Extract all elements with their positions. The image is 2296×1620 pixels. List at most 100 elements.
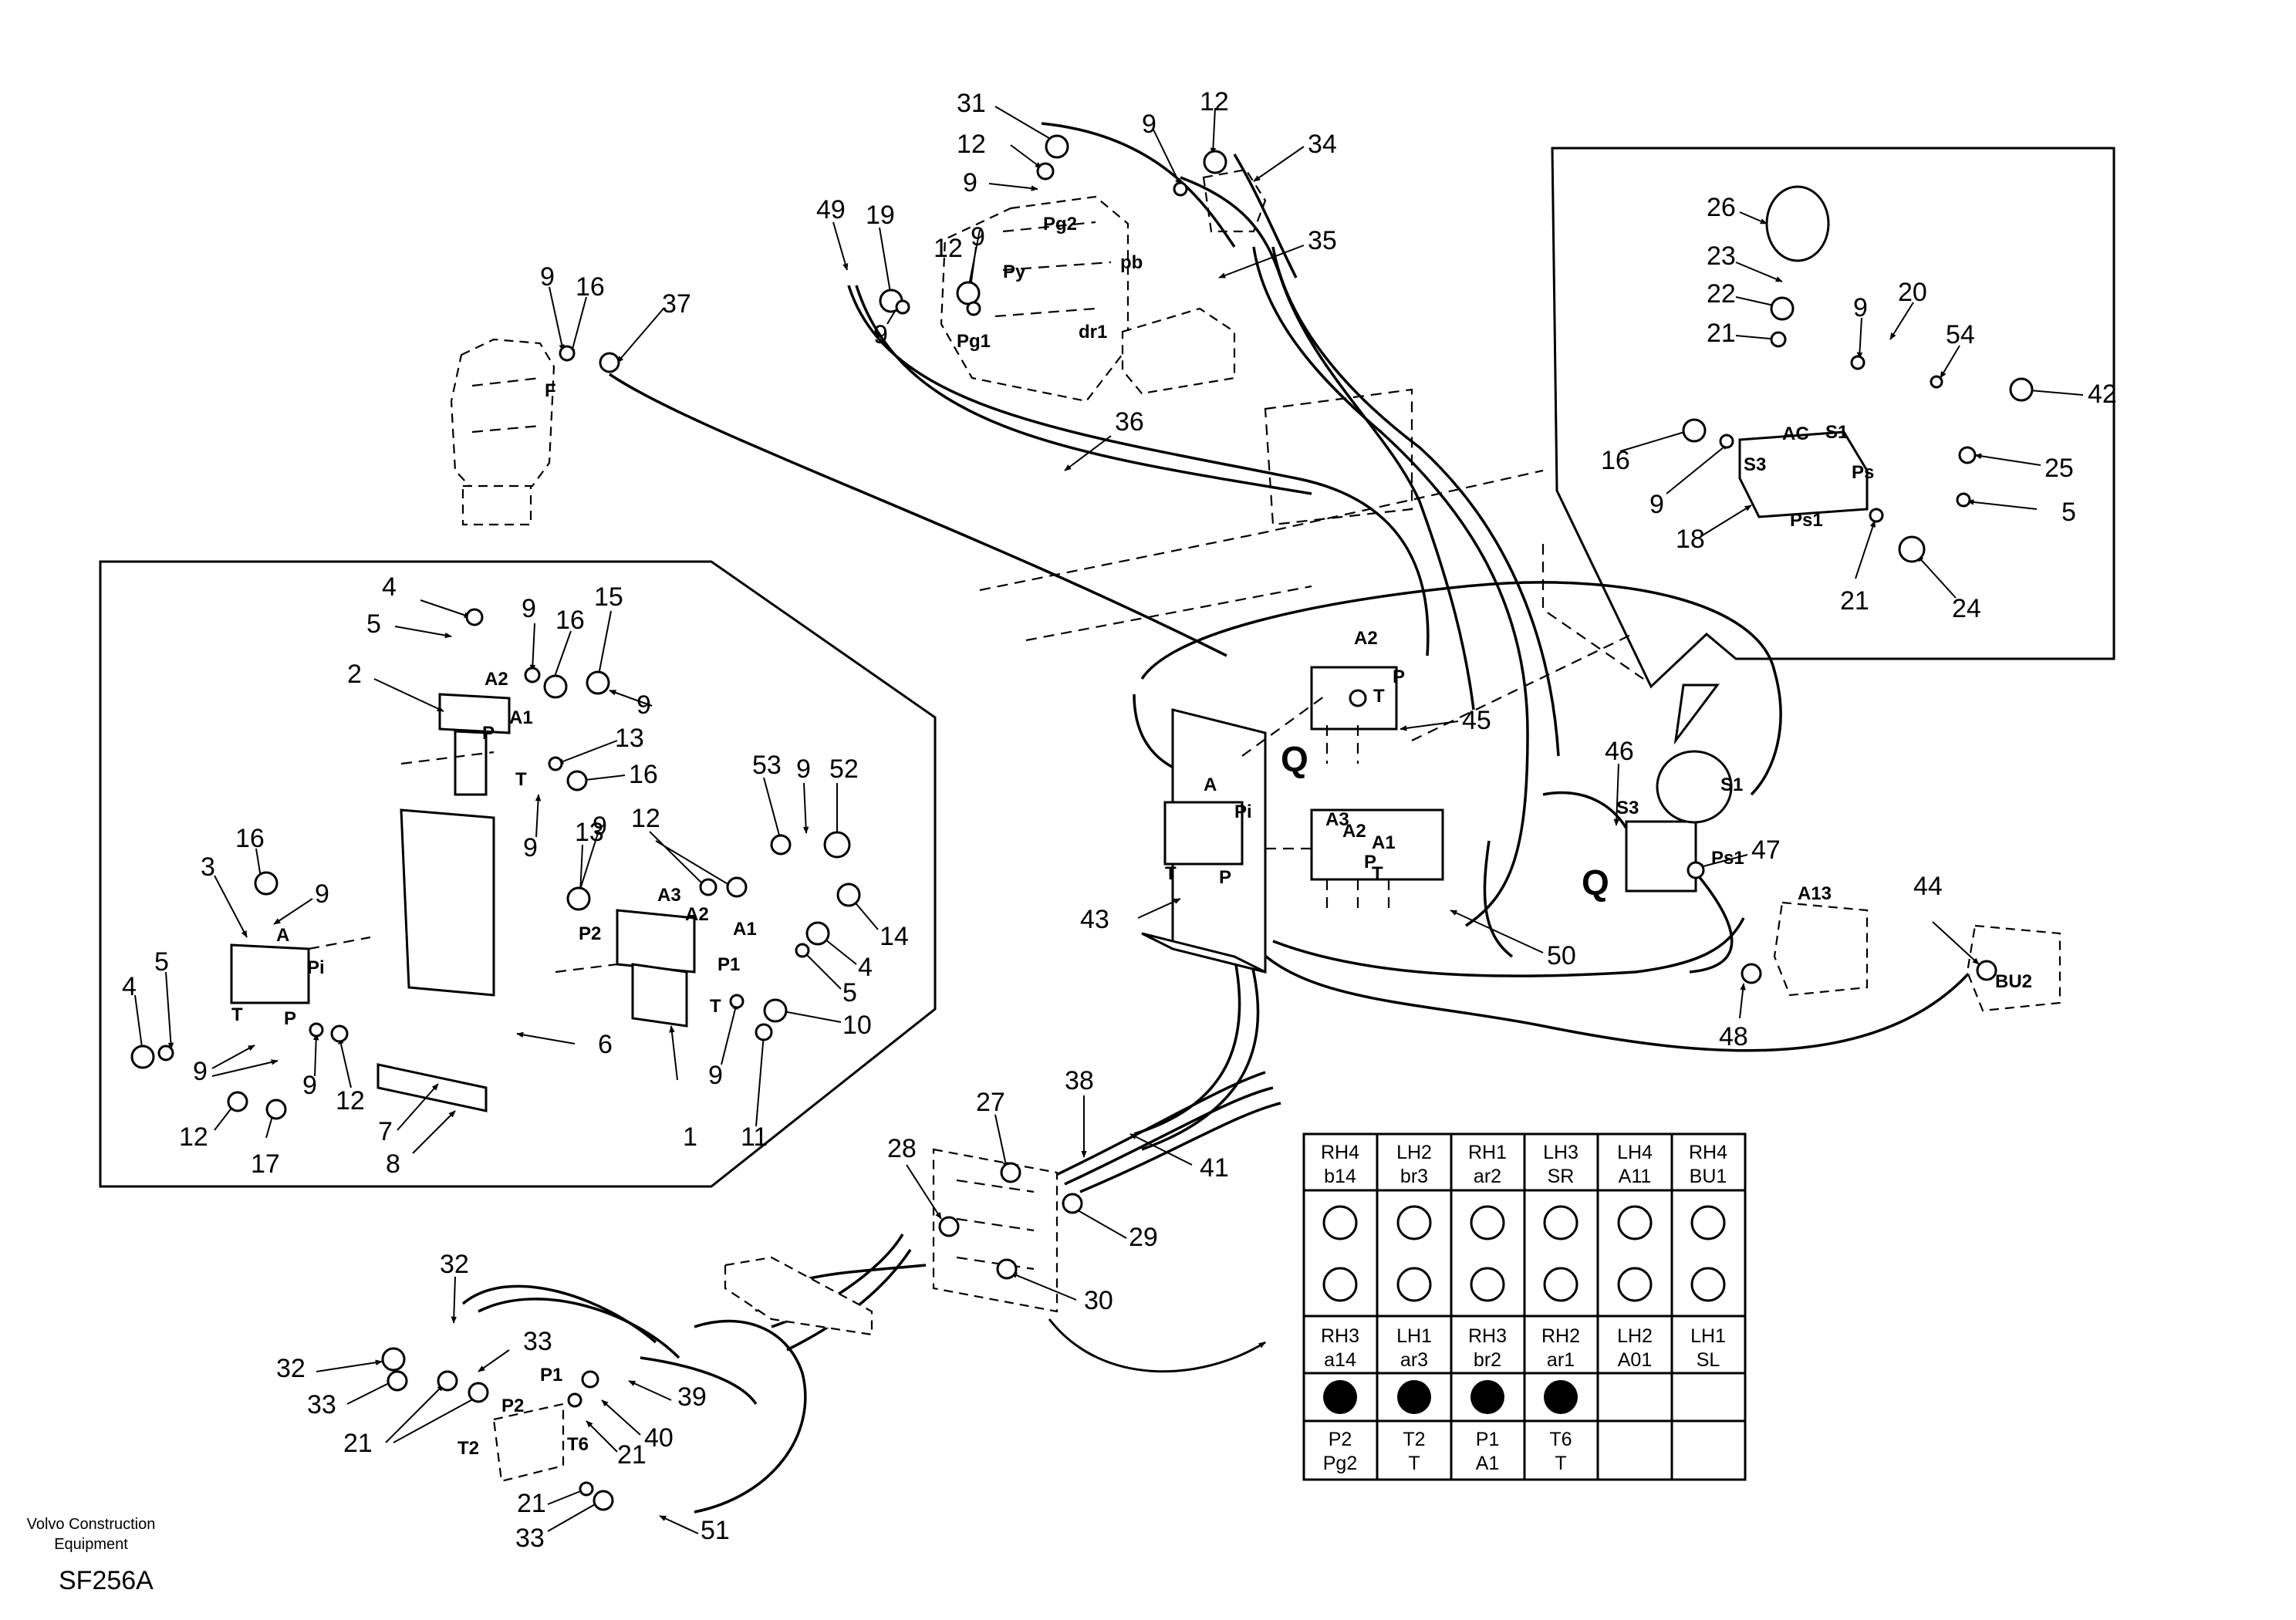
port-p-center-2: P [1219,867,1231,888]
callout-50: 50 [1547,941,1576,970]
callout-47: 47 [1751,835,1781,865]
port-p1-bottom: P1 [540,1365,562,1385]
table-r3c4-top: T6 [1549,1429,1572,1450]
table-r3c3-top: P1 [1476,1429,1500,1450]
callout-5-b: 5 [366,609,381,639]
callout-12-a: 12 [957,130,986,159]
table-r2c4-top: RH2 [1541,1325,1580,1347]
table-r1c2-top: LH2 [1396,1142,1432,1163]
label-q-center: Q [1281,739,1308,779]
callout-7: 7 [378,1117,393,1146]
callout-16-b: 16 [1601,446,1630,475]
callout-46: 46 [1605,737,1634,766]
callout-9-l: 9 [193,1057,208,1086]
swivel-joint: F [450,338,556,526]
callout-12-b: 12 [1200,87,1229,116]
port-p-center: P [1393,667,1405,687]
table-r2c6-top: LH1 [1690,1325,1726,1347]
perspective-line-4 [1541,544,1644,680]
callout-42: 42 [2088,380,2117,409]
callout-41: 41 [1200,1153,1229,1183]
port-table: RH4 b14 LH2 br3 RH1 ar2 LH3 SR LH4 A11 R… [1302,1132,1747,1481]
right-panel-components: S1 AC S3 Ps Ps1 [1738,185,1874,531]
callout-12-f: 12 [631,804,660,833]
port-a3-left: A3 [657,885,681,906]
callout-33-a: 33 [307,1390,336,1419]
port-t-left-3: T [231,1004,243,1025]
callout-16-a: 16 [576,272,605,302]
port-t-left-1: T [710,996,721,1017]
port-s3-center: S3 [1616,798,1639,818]
callout-9-e: 9 [540,262,555,292]
port-a-center: A [1204,775,1217,795]
callout-26: 26 [1707,193,1736,222]
callout-28: 28 [887,1134,917,1163]
callout-53: 53 [752,751,782,780]
port-ps1-center: Ps1 [1711,848,1744,869]
callout-8: 8 [386,1149,400,1179]
callout-9-m: 9 [302,1071,317,1100]
callout-13-a: 13 [615,724,644,753]
port-t2-bottom: T2 [458,1438,479,1459]
table-r1c6-bottom: BU1 [1690,1166,1727,1187]
callout-54: 54 [1946,320,1975,349]
port-a3-center: A3 [1325,809,1349,830]
port-s1-right: S1 [1825,422,1848,443]
port-p-center-1: P [1364,852,1376,872]
port-f: F [545,380,556,401]
port-a2-center: A2 [1354,628,1378,649]
port-a1-left: A1 [509,707,533,728]
callout-20: 20 [1898,278,1927,307]
port-p2-bottom: P2 [501,1396,524,1416]
callout-51: 51 [701,1516,730,1545]
callout-16-c: 16 [555,606,585,635]
table-r2c4-bottom: ar1 [1547,1349,1575,1371]
port-bu2: BU2 [1995,971,2032,992]
table-r3c2-bottom: T [1408,1453,1420,1474]
callout-4-a: 4 [382,572,397,602]
callout-9-a: 9 [963,168,977,197]
callout-12-d: 12 [336,1086,365,1115]
table-r1c4-top: LH3 [1543,1142,1578,1163]
callout-34: 34 [1308,130,1337,159]
callout-21-d: 21 [617,1440,647,1470]
callout-11: 11 [741,1122,768,1152]
port-a2-left-1: A2 [685,904,709,925]
callout-9-j: 9 [523,833,538,862]
left-detail-frame [99,560,937,1188]
callout-29: 29 [1129,1223,1158,1252]
footer: Volvo Construction Equipment SF256A [27,1516,156,1595]
table-r2c6-bottom: SL [1697,1349,1720,1371]
callout-9-p: 9 [708,1061,723,1090]
port-p-left-3: P [284,1008,296,1029]
table-r1c3-top: RH1 [1468,1142,1507,1163]
table-r3c1-top: P2 [1329,1429,1352,1450]
port-s3-right: S3 [1744,454,1766,475]
callout-9-b: 9 [1142,110,1156,139]
perspective-line-1 [979,469,1544,592]
callout-35: 35 [1308,226,1337,255]
callout-6: 6 [598,1030,613,1059]
callout-38: 38 [1065,1066,1094,1095]
callout-48: 48 [1719,1022,1748,1051]
callout-9-n: 9 [593,812,607,841]
callout-33-c: 33 [515,1524,545,1553]
port-py: Py [1003,262,1026,282]
port-p2-left: P2 [579,923,601,944]
callout-1: 1 [683,1122,697,1152]
callout-19: 19 [866,201,895,230]
callout-44: 44 [1913,872,1943,901]
callout-30: 30 [1084,1286,1113,1315]
callout-10: 10 [842,1011,872,1040]
port-t-left: T [515,769,527,790]
table-r2c1-bottom: a14 [1324,1349,1356,1371]
callout-33-b: 33 [523,1327,552,1356]
pump-block: P2 P1 T2 T6 [458,1365,589,1483]
table-r2c2-top: LH1 [1396,1325,1432,1347]
port-a2-center-1: A2 [1342,821,1366,842]
perspective-line-2 [1025,585,1312,642]
port-pg2: Pg2 [1043,214,1077,235]
manifold-block [724,1148,1059,1336]
callout-12-e: 12 [179,1122,208,1152]
